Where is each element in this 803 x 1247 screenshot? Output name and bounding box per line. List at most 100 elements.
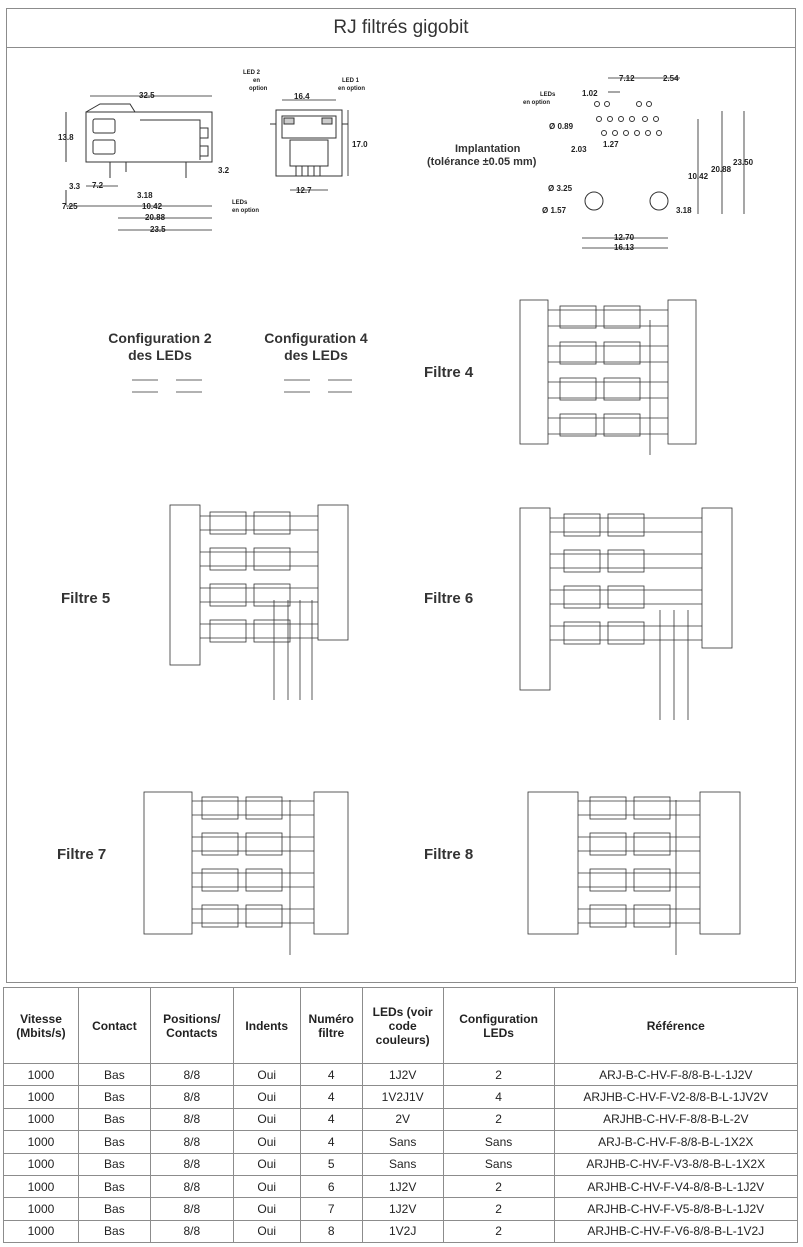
cell: Bas [77, 1085, 151, 1109]
cell: Oui [232, 1085, 301, 1109]
cell: Sans [361, 1152, 444, 1176]
side-view-drawing [65, 95, 213, 231]
dim-label: 23.50 [733, 158, 754, 167]
cell: 2 [442, 1174, 555, 1199]
cell: ARJHB-C-HV-F-8/8-B-L-2V [553, 1107, 799, 1132]
cell: ARJHB-C-HV-F-V2-8/8-B-L-1JV2V [553, 1085, 799, 1109]
dim-label: 16.4 [294, 92, 310, 101]
header-reference: Référence [553, 987, 799, 1064]
cell: 2 [442, 1062, 555, 1087]
filter4-schematic [519, 299, 697, 455]
cell: 1000 [3, 1174, 79, 1199]
dim-label: Ø 0.89 [549, 122, 574, 131]
dim-label: 12.7 [296, 186, 312, 195]
cell: Oui [232, 1130, 301, 1154]
dim-label: 2.54 [663, 74, 679, 83]
cell: Oui [232, 1107, 301, 1132]
dim-label: 3.18 [676, 206, 692, 215]
cell: ARJ-B-C-HV-F-8/8-B-L-1J2V [553, 1062, 799, 1087]
cell: Bas [77, 1219, 151, 1244]
cell: 8/8 [149, 1062, 234, 1087]
cell: ARJ-B-C-HV-F-8/8-B-L-1X2X [553, 1130, 799, 1154]
dim-label: 1.02 [582, 89, 598, 98]
cell: ARJHB-C-HV-F-V3-8/8-B-L-1X2X [553, 1152, 799, 1176]
config2-line2: des LEDs [128, 347, 192, 363]
cell: Bas [77, 1174, 151, 1199]
header-leds: LEDs (voir code couleurs) [361, 987, 444, 1064]
header-config-leds: Configuration LEDs [442, 987, 555, 1064]
dim-label: 32.5 [139, 91, 155, 100]
dim-label: 7.2 [92, 181, 104, 190]
cell: Oui [232, 1174, 301, 1199]
cell: Sans [361, 1130, 444, 1154]
implantation-title: Implantation [455, 143, 521, 155]
cell: 4 [299, 1107, 363, 1132]
header-contact: Contact [77, 987, 151, 1064]
filter7-schematic [143, 791, 349, 955]
cell: 6 [299, 1174, 363, 1199]
cell: 1V2J [361, 1219, 444, 1244]
cell: Oui [232, 1062, 301, 1087]
dim-label: LEDs [232, 200, 248, 206]
cell: 7 [299, 1197, 363, 1221]
cell: 2 [442, 1197, 555, 1221]
filter5-label: Filtre 5 [61, 590, 111, 607]
filter6-schematic [519, 507, 733, 720]
front-view-drawing [270, 99, 349, 191]
dim-label: 7.25 [62, 202, 78, 211]
dim-label: 16.13 [614, 243, 635, 252]
dim-label: Ø 1.57 [542, 206, 567, 215]
cell: Sans [442, 1152, 555, 1176]
config2-title: Configuration 2 des LEDs [100, 330, 220, 364]
dim-label: 3.3 [69, 182, 81, 191]
cell: 1000 [3, 1219, 79, 1244]
cell: Bas [77, 1197, 151, 1221]
dim-label: 3.18 [137, 191, 153, 200]
cell: 4 [299, 1085, 363, 1109]
header-vitesse: Vitesse (Mbits/s) [3, 987, 79, 1064]
cell: 4 [442, 1085, 555, 1109]
cell: 2 [442, 1219, 555, 1244]
cell: 1000 [3, 1130, 79, 1154]
dim-label: 7.12 [619, 74, 635, 83]
dim-label: 23.5 [150, 225, 166, 234]
implantation-tolerance: (tolérance ±0.05 mm) [427, 156, 537, 168]
cell: 2 [442, 1107, 555, 1132]
dim-label: LEDs [540, 92, 556, 98]
header-positions: Positions/ Contacts [149, 987, 234, 1064]
cell: Bas [77, 1107, 151, 1132]
dim-label: en [253, 78, 261, 84]
filter8-schematic [527, 791, 741, 955]
cell: 1J2V [361, 1174, 444, 1199]
cell: 8 [299, 1219, 363, 1244]
cell: Oui [232, 1219, 301, 1244]
dim-label: 10.42 [142, 202, 163, 211]
filter4-label: Filtre 4 [424, 364, 474, 381]
cell: 8/8 [149, 1130, 234, 1154]
page-title: RJ filtrés gigobit [6, 8, 796, 48]
cell: Bas [77, 1062, 151, 1087]
config4-line1: Configuration 4 [264, 330, 368, 346]
config2-line1: Configuration 2 [108, 330, 212, 346]
filter6-label: Filtre 6 [424, 590, 474, 607]
dim-label: Ø 3.25 [548, 184, 573, 193]
dim-label: option [249, 86, 268, 92]
implantation-drawing [582, 77, 745, 249]
cell: 2V [361, 1107, 444, 1132]
cell: 1V2J1V [361, 1085, 444, 1109]
header-filtre: Numéro filtre [299, 987, 363, 1064]
filter5-schematic [169, 504, 349, 700]
cell: Sans [442, 1130, 555, 1154]
led-config-symbols [132, 379, 352, 393]
cell: ARJHB-C-HV-F-V6-8/8-B-L-1V2J [553, 1219, 799, 1244]
table-header-row: Vitesse (Mbits/s) Contact Positions/ Con… [3, 987, 799, 1064]
dim-label: 1.27 [603, 140, 619, 149]
config4-line2: des LEDs [284, 347, 348, 363]
